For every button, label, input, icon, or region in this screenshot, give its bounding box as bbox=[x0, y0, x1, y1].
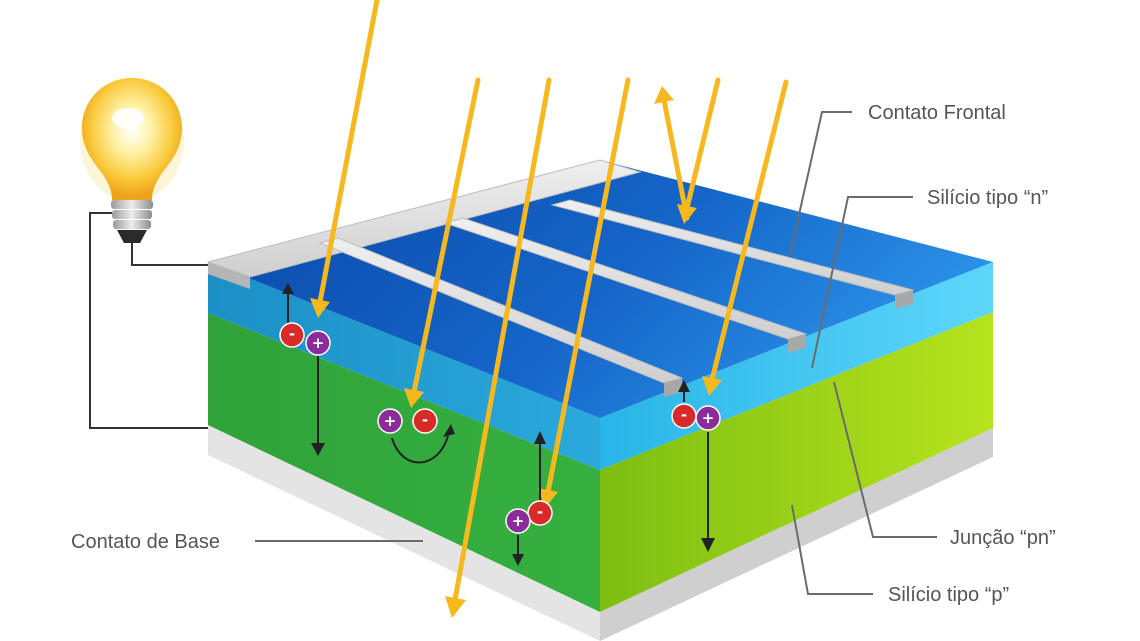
light-ray-3 bbox=[445, 77, 552, 618]
light-ray-1 bbox=[310, 0, 380, 318]
wire-to-front-contact bbox=[131, 243, 208, 266]
label-front-contact: Contato Frontal bbox=[868, 102, 1006, 124]
label-base-contact: Contato de Base bbox=[71, 531, 220, 553]
solar-cell-block bbox=[206, 159, 993, 641]
hole-sign: + bbox=[312, 334, 325, 352]
leader-pn-junction bbox=[833, 381, 937, 538]
leader-p-silicon bbox=[791, 504, 873, 595]
hole bbox=[695, 405, 721, 431]
labels: Contato Frontal Silício tipo “n” Junção … bbox=[71, 102, 1056, 606]
electron-sign: - bbox=[537, 503, 543, 521]
electron-sign: - bbox=[681, 406, 687, 424]
carrier-arrows bbox=[282, 283, 715, 566]
electron bbox=[412, 408, 438, 434]
p-silicon-right-face bbox=[600, 312, 993, 612]
wire-to-base-contact bbox=[89, 212, 208, 429]
hole-sign: + bbox=[512, 512, 525, 530]
base-contact-front bbox=[208, 425, 600, 641]
light-ray-4 bbox=[538, 77, 631, 508]
electron bbox=[527, 500, 553, 526]
label-n-silicon: Silício tipo “n” bbox=[927, 187, 1048, 209]
n-silicon-front-face bbox=[208, 262, 600, 470]
electron-sign: - bbox=[422, 411, 428, 429]
electron-sign: - bbox=[289, 325, 295, 343]
carrier-pair-1: - + bbox=[279, 322, 331, 356]
leader-n-silicon bbox=[811, 196, 913, 369]
hole-sign: + bbox=[384, 412, 397, 430]
hole bbox=[377, 408, 403, 434]
light-ray-5 bbox=[702, 79, 789, 396]
light-ray-reflected bbox=[654, 77, 721, 224]
p-silicon-front-face bbox=[208, 313, 600, 612]
electron bbox=[279, 322, 305, 348]
carrier-pair-3: - + bbox=[505, 500, 553, 534]
finger-3-side bbox=[895, 290, 913, 309]
hole bbox=[505, 508, 531, 534]
busbar-side bbox=[208, 262, 250, 289]
light-bulb-icon bbox=[80, 78, 184, 243]
carrier-pair-2: + - bbox=[377, 408, 438, 434]
finger-1-side bbox=[664, 378, 682, 397]
hole-sign: + bbox=[702, 409, 715, 427]
finger-2-side bbox=[788, 334, 806, 353]
light-ray-2 bbox=[404, 77, 481, 408]
carrier-pair-4: - + bbox=[671, 403, 721, 431]
leader-lines bbox=[255, 111, 937, 595]
electron-hole-pairs: - + + - - + - + bbox=[279, 322, 721, 534]
light-rays bbox=[310, 0, 789, 618]
hole bbox=[305, 330, 331, 356]
label-p-silicon: Silício tipo “p” bbox=[888, 584, 1009, 606]
circuit-wires bbox=[89, 212, 208, 429]
label-pn-junction: Junção “pn” bbox=[950, 527, 1056, 549]
leader-front-contact bbox=[789, 111, 852, 256]
